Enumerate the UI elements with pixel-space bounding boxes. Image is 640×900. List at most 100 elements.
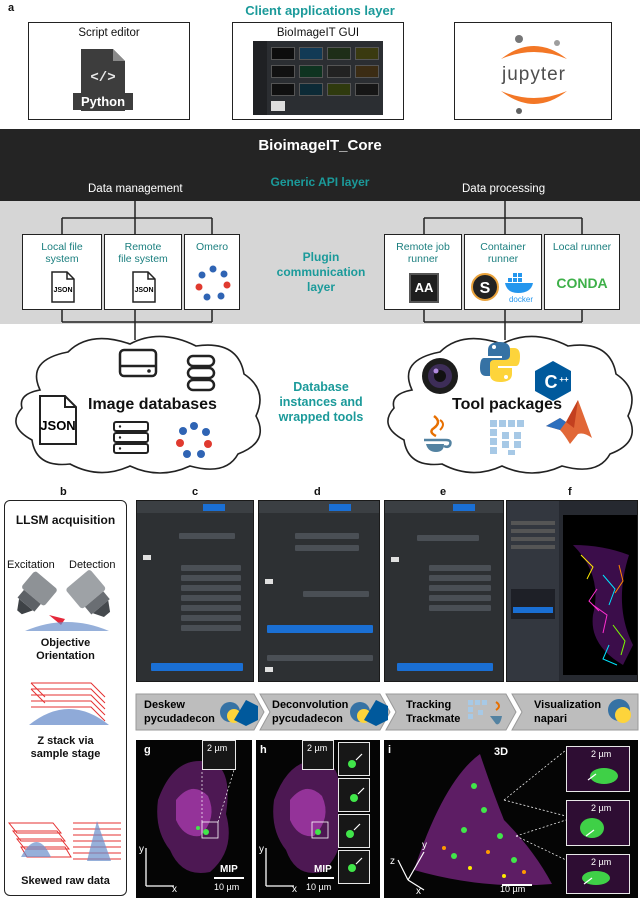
pipeline-step-visualization-tool: napari xyxy=(534,713,568,725)
plugin-remote-fs: Remote file system JSON xyxy=(104,234,182,310)
scale-bar-label: 10 µm xyxy=(306,882,332,892)
python-logo-icon xyxy=(478,340,522,389)
detection-label: Detection xyxy=(69,559,116,571)
jupyter-box: jupyter xyxy=(454,22,612,120)
omero-logo-large-icon xyxy=(174,420,214,465)
fiji-logo-icon xyxy=(486,416,526,461)
axis-x-label: x xyxy=(172,884,177,895)
skewed-data-illustration xyxy=(7,817,125,878)
omero-logo-icon xyxy=(193,263,233,308)
matlab-logo-icon xyxy=(544,398,594,451)
jupyter-logo-icon: jupyter xyxy=(489,29,579,117)
llsm-title: LLSM acquisition xyxy=(15,513,116,527)
objective-line2: Orientation xyxy=(36,650,95,662)
jupyter-label: jupyter xyxy=(501,64,567,85)
plugin-omero-label: Omero xyxy=(195,241,229,253)
server-icon xyxy=(112,420,150,461)
3d-label: 3D xyxy=(494,746,509,758)
json-file-large-icon: JSON xyxy=(38,394,78,451)
zstack-label: Z stack via sample stage xyxy=(5,735,126,761)
json-large-label: JSON xyxy=(40,418,76,433)
script-editor-box: Script editor </> Python xyxy=(28,22,190,120)
database-layer-label: Database instances and wrapped tools xyxy=(262,380,380,425)
scale-bar-label: 10 µm xyxy=(214,882,240,892)
panel-letter-d: d xyxy=(314,486,321,498)
zstack-line2: sample stage xyxy=(30,748,101,760)
mip-image-h: 2 µm MIP 10 µm y x xyxy=(256,740,380,898)
client-layer-title: Client applications layer xyxy=(245,3,395,18)
gui-screenshot xyxy=(253,41,383,115)
plugin-omero: Omero xyxy=(184,234,240,310)
database-layer-line3: wrapped tools xyxy=(278,410,364,424)
camera-lens-icon xyxy=(420,356,460,401)
gui-title: BioImageIT GUI xyxy=(276,27,360,39)
plugin-remote-fs-line2: file system xyxy=(118,253,168,265)
objectives-illustration xyxy=(15,570,119,640)
pipeline-step-deskew: Deskew pycudadecon xyxy=(144,698,215,726)
deskew-logos-icon xyxy=(220,700,258,726)
docker-label: docker xyxy=(508,295,533,304)
plugin-local-fs: Local file system JSON xyxy=(22,234,102,310)
scale-bar-label: 10 µm xyxy=(500,884,526,894)
hard-drive-icon xyxy=(118,348,158,378)
pipeline-step-deconvolution-tool: pycudadecon xyxy=(272,713,343,725)
3d-inset-arrows xyxy=(580,768,618,885)
plugin-remote-job-line1: Remote job xyxy=(396,241,450,253)
plugin-layer-line2: communication xyxy=(276,265,366,279)
deconvolution-logos-icon xyxy=(350,700,388,726)
time-inset-arrows xyxy=(346,753,365,872)
pipeline-step-deskew-title: Deskew xyxy=(144,699,185,711)
tracking-ui-screenshot xyxy=(384,500,504,682)
tool-packages-label: Tool packages xyxy=(452,396,562,413)
plugin-local-runner: Local runner CONDA xyxy=(544,234,620,310)
plugin-container-line2: runner xyxy=(487,253,519,265)
skewed-label: Skewed raw data xyxy=(21,875,110,887)
plugin-container: Container runner S docker xyxy=(464,234,542,310)
mip-g-inset: 2 µm xyxy=(202,740,236,770)
mip-image-g: 2 µm MIP 10 µm y x xyxy=(136,740,252,898)
svg-text:S: S xyxy=(480,280,491,297)
axis-y-label: y xyxy=(139,844,144,855)
core-bar: BioimageIT_Core xyxy=(0,129,640,165)
database-layer-line2: instances and xyxy=(279,395,363,409)
panel-letter-e: e xyxy=(440,486,447,498)
data-management-label: Data management xyxy=(88,183,183,195)
mip-h-inset: 2 µm xyxy=(302,740,334,770)
llsm-panel: LLSM acquisition Excitation Detection Ob… xyxy=(4,500,127,896)
python-badge: Python xyxy=(73,93,133,110)
python-file-icon: </> Python xyxy=(73,47,133,113)
plugin-layer-label: Plugin communication layer xyxy=(262,250,380,295)
api-band: Generic API layer Data management Data p… xyxy=(0,165,640,201)
svg-text:C: C xyxy=(545,372,558,392)
database-layer-line1: Database xyxy=(293,380,349,394)
panel-letter-h: h xyxy=(260,744,267,756)
excitation-label: Excitation xyxy=(7,559,55,571)
axis-z-label: z xyxy=(390,856,395,867)
deconvolution-ui-screenshot xyxy=(258,500,380,682)
pipeline-step-tracking-tool: Trackmate xyxy=(406,713,461,725)
panel-letter-b: b xyxy=(60,486,67,498)
generic-api-label: Generic API layer xyxy=(270,175,370,189)
axis-y-label: y xyxy=(422,840,427,851)
svg-text:</>: </> xyxy=(90,70,115,86)
script-editor-title: Script editor xyxy=(78,27,140,39)
plugin-local-runner-label: Local runner xyxy=(552,241,612,253)
pipeline-step-visualization: Visualization napari xyxy=(534,698,601,726)
client-layer: Client applications layer Script editor … xyxy=(0,0,640,128)
mip-label: MIP xyxy=(314,864,332,875)
database-icon xyxy=(186,354,216,394)
pipeline-step-tracking: Tracking Trackmate xyxy=(406,698,460,726)
panel-letter-c: c xyxy=(192,486,199,498)
inset-scale-label: 2 µm xyxy=(591,857,612,867)
tracking-logos-icon xyxy=(468,700,502,725)
objective-orientation-label: Objective Orientation xyxy=(5,637,126,663)
plugin-layer-line3: layer xyxy=(306,280,336,294)
pipeline-step-deconvolution-title: Deconvolution xyxy=(272,699,349,711)
plugin-container-line1: Container xyxy=(480,241,526,253)
panel-letter-i: i xyxy=(388,744,392,756)
zstack-illustration xyxy=(25,673,111,734)
inset-scale-label: 2 µm xyxy=(207,743,228,753)
3d-image-i: 3D 2 µm 2 µm 2 µm 10 µm y z x xyxy=(384,740,638,898)
